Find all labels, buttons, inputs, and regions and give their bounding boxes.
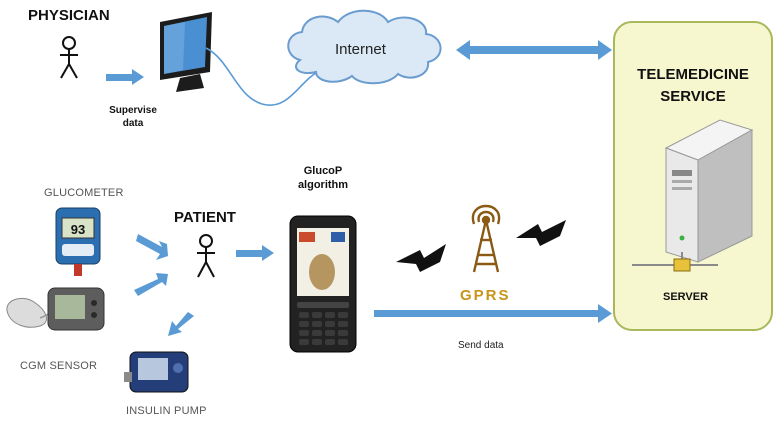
glucometer-label: GLUCOMETER [44,187,124,199]
arrow-cgm-patient [134,273,168,296]
glucometer-reading: 93 [71,222,85,237]
telemedicine-service-label: TELEMEDICINE SERVICE [637,66,749,105]
monitor-icon [160,12,212,92]
insulin-pump-label: INSULIN PUMP [126,405,207,417]
send-data-label: Send data [458,340,504,351]
insulin-pump-icon [124,351,189,393]
supervise-data-label: Supervise data [109,105,157,129]
server-label: SERVER [663,291,709,303]
patient-icon [197,234,215,278]
network-connector-icon [632,252,718,272]
internet-cloud [287,9,442,85]
cgm-sensor-icon [6,287,105,331]
smartphone-icon [289,215,357,353]
arrow-internet-service [456,40,612,60]
arrow-patient-pump [168,312,194,336]
arrow-physician-monitor [106,69,144,85]
glucop-algorithm-label: GlucoP algorithm [297,165,349,191]
arrow-glucometer-patient [136,234,168,260]
network-cable [205,47,323,107]
physician-icon [60,36,78,79]
signal-bolt-left-icon [396,244,446,272]
arrow-patient-phone [236,245,274,261]
signal-bolt-right-icon [516,220,566,246]
server-icon [664,119,754,263]
glucometer-icon: 93 [55,207,101,276]
patient-label: PATIENT [174,209,236,226]
antenna-tower-icon [471,204,501,273]
gprs-label: GPRS [460,287,511,304]
physician-label: PHYSICIAN [28,7,110,24]
internet-label: Internet [335,41,386,58]
arrow-send-data [374,304,612,323]
cgm-sensor-label: CGM SENSOR [20,360,98,372]
